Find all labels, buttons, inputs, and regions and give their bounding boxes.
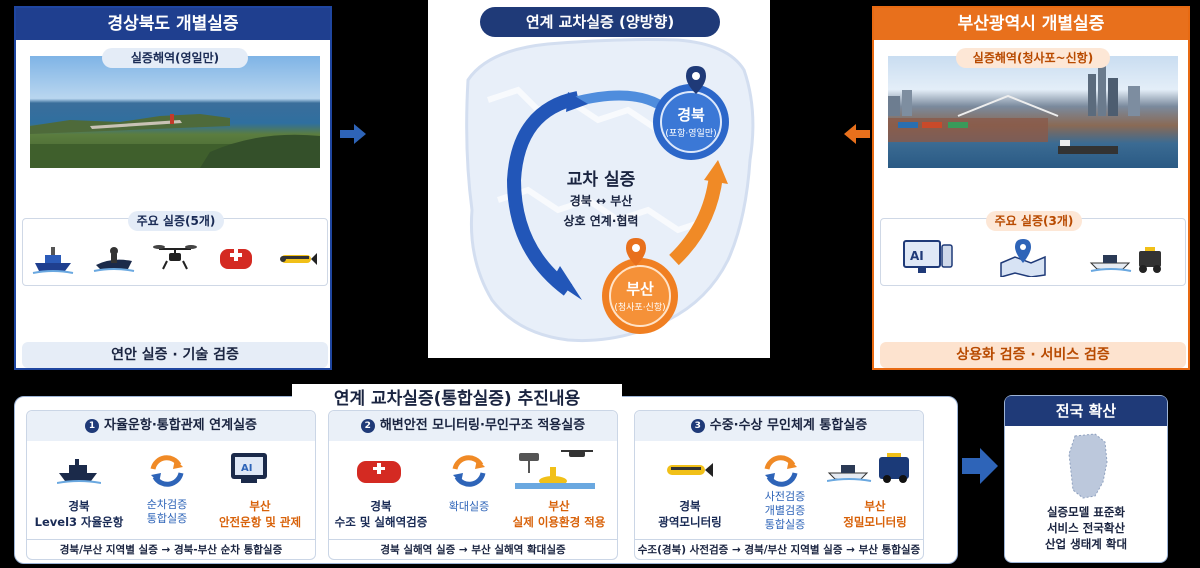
plan-item-1-title-text: 자율운항·통합관제 연계실증 <box>104 418 257 433</box>
gyeongbuk-node-name: 경북 <box>677 106 705 124</box>
busan-panel-title: 부산광역시 개별실증 <box>874 8 1188 40</box>
jetski-icon <box>91 237 137 277</box>
integrated-plan-title: 연계 교차실증(통합실증) 추진내용 <box>292 384 622 409</box>
drone-icon <box>152 237 198 277</box>
plan-2-right-line-2: 실제 이용환경 적용 <box>512 515 606 529</box>
plan-item-1-number: 1 <box>85 419 99 433</box>
plan-3-mid-line-3: 통합실증 <box>764 518 806 531</box>
plan-1-right-line-2: 안전운항 및 관제 <box>218 515 302 529</box>
plan-2-left-line-2: 수조 및 실해역검증 <box>334 515 428 529</box>
busan-bottom-bar: 상용화 검증 · 서비스 검증 <box>880 342 1186 368</box>
plan-3-left-line-1: 경북 <box>679 499 701 513</box>
plan-3-left-line-2: 광역모니터링 <box>658 515 722 529</box>
national-line-3: 산업 생태계 확대 <box>1044 537 1128 551</box>
plan-2-right-line-1: 부산 <box>548 499 570 513</box>
plan-item-1-title: 1 자율운항·통합관제 연계실증 <box>27 411 315 441</box>
gyeongbuk-site-label: 실증해역(영일만) <box>102 48 248 68</box>
boat-icon <box>30 237 76 277</box>
plan-item-3-number: 3 <box>690 419 705 433</box>
national-expansion-box: 전국 확산 실증모델 표준화 서비스 전국확산 산업 생태계 확대 <box>1004 395 1168 563</box>
korea-map-icon <box>1068 433 1108 499</box>
gyeongbuk-panel-title: 경상북도 개별실증 <box>16 8 330 40</box>
plan-3-mid-line-1: 사전검증 <box>764 490 806 503</box>
plan-item-3-title: 3 수중·수상 무인체계 통합실증 <box>635 411 923 441</box>
gyeongbuk-panel: 경상북도 개별실증 실증해역(영일만) 주요 실증(5개) 연안 실증 · 기술… <box>14 6 332 370</box>
expand-cycle-icon <box>452 455 486 487</box>
boat-rov-icon <box>1088 237 1168 277</box>
plan-item-3: 3 수중·수상 무인체계 통합실증 경북 광역모니터링 사전검증 개별검증 통합실… <box>634 410 924 560</box>
gyeongbuk-bottom-bar: 연안 실증 · 기술 검증 <box>22 342 328 368</box>
ai-monitor-icon: AI <box>898 237 958 277</box>
plan-item-2-title-text: 해변안전 모니터링·무인구조 적용실증 <box>379 418 586 433</box>
plan-2-left-line-1: 경북 <box>370 499 392 513</box>
yeongil-bay-photo <box>30 56 320 168</box>
control-monitor-icon: AI <box>231 453 267 483</box>
national-text: 실증모델 표준화 서비스 전국확산 산업 생태계 확대 <box>1005 504 1167 552</box>
sync-cycle-icon <box>150 455 184 487</box>
cross-line-1: 경북 ↔ 부산 <box>569 194 633 208</box>
rescue-pod-icon <box>213 237 259 277</box>
cross-verification-diagram: 연계 교차실증 (양방향) 교차 실증 경북 ↔ 부산 상호 연계·협력 경북 … <box>428 0 770 358</box>
buoy-camera-icon <box>515 450 595 489</box>
underwater-drone-icon <box>274 237 320 277</box>
plan-item-2-number: 2 <box>360 419 375 433</box>
cross-heading: 교차 실증 <box>566 170 636 190</box>
national-line-1: 실증모델 표준화 <box>1046 505 1126 519</box>
auv-icon <box>667 463 713 477</box>
arrow-right-icon <box>340 124 366 144</box>
plan-2-mid-line-1: 확대실증 <box>448 500 490 513</box>
plan-1-mid-line-2: 통합실증 <box>146 512 188 525</box>
plan-3-footer: 수조(경북) 사전검증 → 경북/부산 지역별 실증 → 부산 통합실증 <box>635 539 923 559</box>
plan-1-right-line-1: 부산 <box>249 499 271 513</box>
plan-1-footer: 경북/부산 지역별 실증 → 경북-부산 순차 통합실증 <box>27 539 315 559</box>
busan-main-label: 주요 실증(3개) <box>986 211 1082 231</box>
national-line-2: 서비스 전국확산 <box>1046 521 1126 535</box>
plan-1-mid-line-1: 순차검증 <box>146 498 188 511</box>
rescue-kit-icon <box>357 461 401 483</box>
ship-icon <box>57 459 101 484</box>
busan-port-photo <box>888 56 1178 168</box>
plan-3-right-line-2: 정밀모니터링 <box>843 515 907 529</box>
gyeongbuk-main-label: 주요 실증(5개) <box>128 211 224 231</box>
busan-node-sub: (청사포·신항) <box>614 303 666 313</box>
integrate-cycle-icon <box>764 455 798 487</box>
plan-item-2-title: 2 해변안전 모니터링·무인구조 적용실증 <box>329 411 617 441</box>
national-expansion-title: 전국 확산 <box>1005 396 1167 426</box>
plan-1-left-line-1: 경북 <box>68 499 90 513</box>
plan-2-footer: 경북 실해역 실증 → 부산 실해역 확대실증 <box>329 539 617 559</box>
busan-site-label: 실증해역(청사포~신항) <box>956 48 1110 68</box>
cross-title-pill: 연계 교차실증 (양방향) <box>480 7 720 37</box>
plan-item-1: 1 자율운항·통합관제 연계실증 AI 경북 Level3 자율운항 순차검증 통… <box>26 410 316 560</box>
busan-node-name: 부산 <box>626 280 654 298</box>
svg-text:AI: AI <box>241 463 252 474</box>
cross-line-2: 상호 연계·협력 <box>563 214 639 228</box>
plan-item-3-title-text: 수중·수상 무인체계 통합실증 <box>709 418 868 433</box>
busan-panel: 부산광역시 개별실증 실증해역(청사포~신항) AI 주요 실증(3개) 상용화… <box>872 6 1190 370</box>
arrow-left-icon <box>844 124 870 144</box>
map-pin-icon <box>993 237 1053 277</box>
plan-3-right-line-1: 부산 <box>864 499 886 513</box>
svg-text:AI: AI <box>910 249 924 263</box>
gyeongbuk-node-sub: (포항·영일만) <box>665 129 717 139</box>
arrow-to-national-icon <box>962 448 998 484</box>
plan-1-left-line-2: Level3 자율운항 <box>34 515 124 529</box>
plan-3-mid-line-2: 개별검증 <box>764 504 806 517</box>
usv-rov-icon <box>827 453 909 483</box>
